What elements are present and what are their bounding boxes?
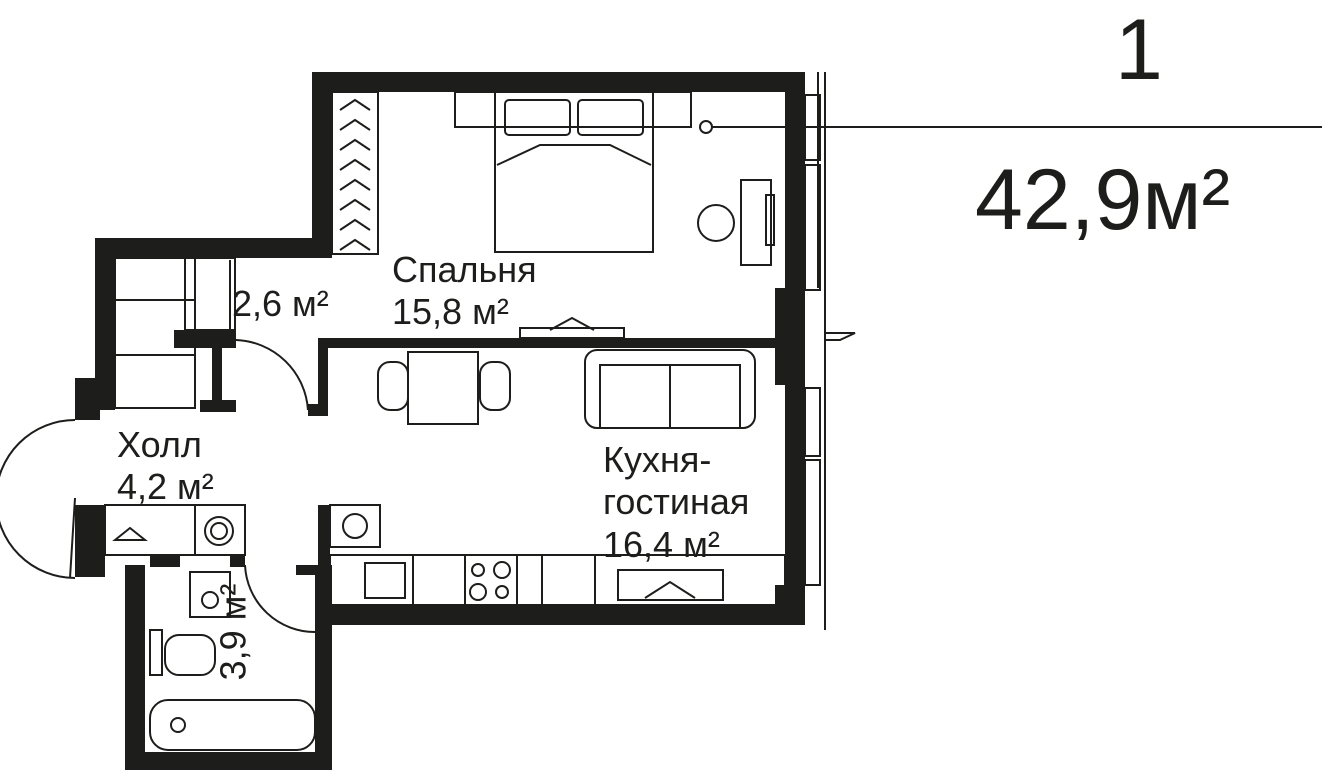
room-name-hall: Холл [117, 424, 202, 465]
walls [75, 72, 805, 770]
room-area-hall: 4,2 м² [117, 466, 214, 507]
room-name-bedroom: Спальня [392, 249, 537, 290]
room-name-kitchen-2: гостиная [603, 481, 750, 522]
apartment-number: 1 [1115, 2, 1163, 98]
room-area-bathroom: 3,9 м² [212, 583, 254, 681]
total-area: 42,9м² [975, 152, 1231, 248]
room-name-kitchen: Кухня- [603, 439, 712, 480]
fixtures [0, 72, 1322, 751]
room-area-bedroom: 15,8 м² [392, 291, 509, 332]
room-area-kitchen: 16,4 м² [603, 524, 720, 565]
room-area-storage: 2,6 м² [232, 283, 329, 324]
